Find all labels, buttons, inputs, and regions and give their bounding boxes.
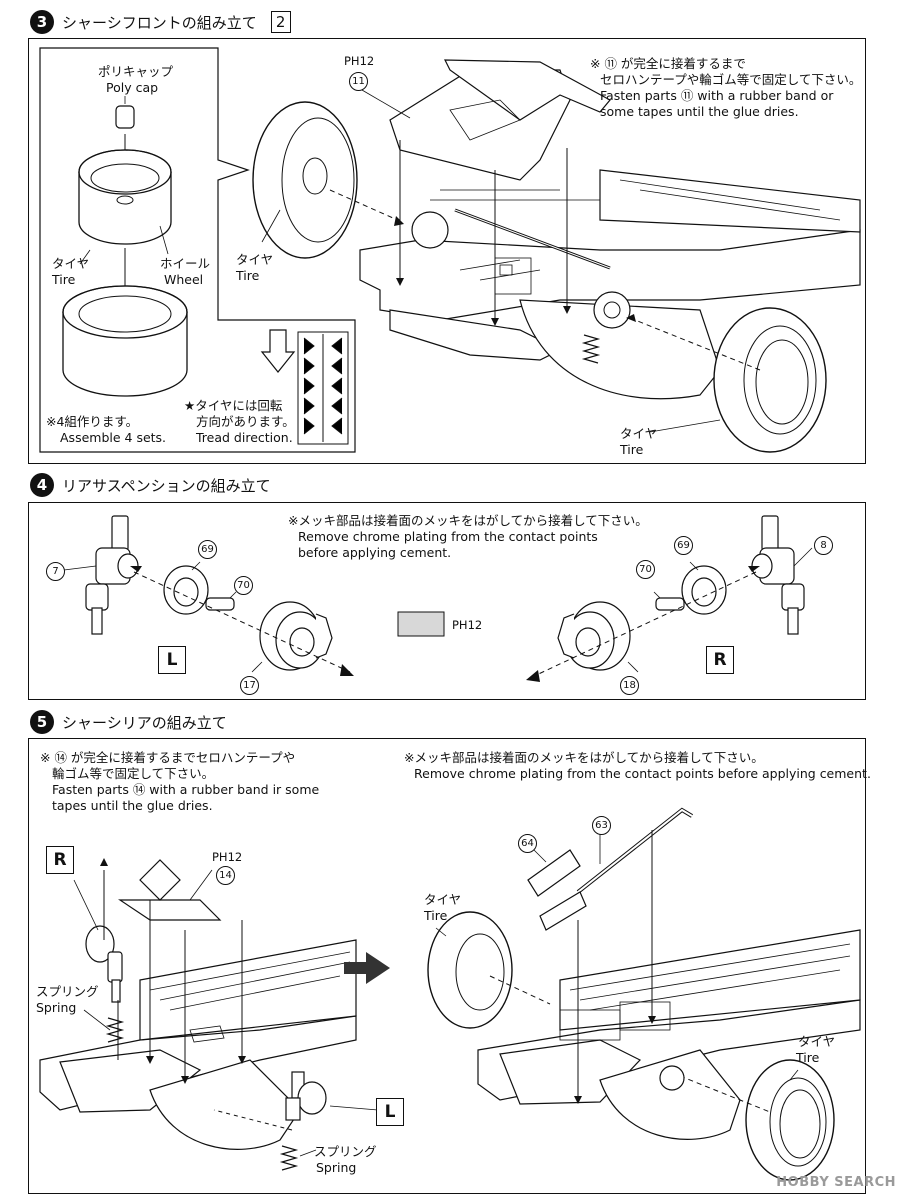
tire-label-jp: タイヤ (52, 256, 90, 271)
step5-title: シャーシリアの組み立て (62, 713, 227, 732)
step4-note-jp: ※メッキ部品は接着面のメッキをはがしてから接着して下さい。 (288, 513, 648, 528)
spring2-label-en: Spring (316, 1160, 357, 1175)
step4-note-en2: before applying cement. (298, 545, 452, 560)
part-69-right: 69 (674, 536, 693, 555)
part-70-right: 70 (636, 560, 655, 579)
part-14: 14 (216, 866, 235, 885)
right-tire-label-en: Tire (620, 442, 644, 457)
spring-label-en: Spring (36, 1000, 77, 1015)
step5-note1-jp2: 輪ゴム等で固定して下さい。 (52, 766, 215, 781)
step3-header: 3 シャーシフロントの組み立て 2 (30, 10, 291, 34)
part-7: 7 (46, 562, 65, 581)
rear-left-tire-shape (427, 911, 513, 1029)
polycap-label-jp: ポリキャップ (98, 64, 174, 79)
rear-tire-b-jp: タイヤ (798, 1034, 836, 1049)
step3-title: シャーシフロントの組み立て (62, 13, 257, 32)
step5-side-left: L (376, 1098, 404, 1126)
right-tire-label-jp: タイヤ (620, 426, 658, 441)
wheel-label-jp: ホイール (160, 256, 211, 271)
front-tire-label-en: Tire (236, 268, 260, 283)
part-63: 63 (592, 816, 611, 835)
step5-note1-en2: tapes until the glue dries. (52, 798, 213, 813)
step5-note1-jp1: ※ ⑭ が完全に接着するまでセロハンテープや (40, 750, 296, 765)
rear-right-tire-shape (745, 1059, 835, 1181)
sets-note-jp: ※4組作ります。 (46, 414, 139, 429)
part-17: 17 (240, 676, 259, 695)
polycap-label-en: Poly cap (106, 80, 159, 95)
rear-tire-b-en: Tire (796, 1050, 820, 1065)
step5-header: 5 シャーシリアの組み立て (30, 710, 227, 734)
step5-note1-en1: Fasten parts ⑭ with a rubber band ir som… (52, 782, 320, 797)
spring-label-jp: スプリング (36, 984, 99, 999)
polycap-shape (115, 105, 135, 129)
chrome-sample-swatch (397, 611, 445, 637)
step3-note-en1: Fasten parts ⑪ with a rubber band or (600, 88, 834, 103)
step5-note2-jp: ※メッキ部品は接着面のメッキをはがしてから接着して下さい。 (404, 750, 764, 765)
step4-part-ref: PH12 (452, 618, 483, 632)
watermark: HOBBY SEARCH (776, 1175, 896, 1190)
tread-arrow-icon (260, 329, 296, 373)
tread-note-jp1: ★タイヤには回転 (184, 398, 283, 413)
tire-label-en: Tire (52, 272, 76, 287)
step3-box-number: 2 (270, 11, 291, 33)
tread-note-en: Tread direction. (196, 430, 293, 445)
step5-side-right: R (46, 846, 74, 874)
sets-note-en: Assemble 4 sets. (60, 430, 167, 445)
spring2-label-jp: スプリング (314, 1144, 377, 1159)
step3-number: 3 (30, 10, 54, 34)
wheel-label-en: Wheel (164, 272, 204, 287)
step3-part-ref: PH12 (344, 54, 375, 68)
step3-part-11: 11 (349, 72, 368, 91)
part-64: 64 (518, 834, 537, 853)
tread-note-jp2: 方向があります。 (196, 414, 295, 429)
step5-note2-en: Remove chrome plating from the contact p… (414, 766, 871, 781)
step5-number: 5 (30, 710, 54, 734)
step4-number: 4 (30, 473, 54, 497)
rear-tire-a-en: Tire (424, 908, 448, 923)
part-69-left: 69 (198, 540, 217, 559)
part-18: 18 (620, 676, 639, 695)
step3-note-jp1: ※ ⑪ が完全に接着するまで (590, 56, 746, 71)
step4-title: リアサスペンションの組み立て (62, 476, 271, 495)
front-right-tire-shape (713, 307, 827, 453)
part-8: 8 (814, 536, 833, 555)
step4-note-en1: Remove chrome plating from the contact p… (298, 529, 598, 544)
step3-note-en2: some tapes until the glue dries. (600, 104, 799, 119)
side-left-label: L (158, 646, 186, 674)
front-tire-shape (252, 101, 358, 259)
step5-part-ref: PH12 (212, 850, 243, 864)
next-step-arrow-icon (344, 952, 390, 984)
part-70-left: 70 (234, 576, 253, 595)
step4-header: 4 リアサスペンションの組み立て (30, 473, 271, 497)
front-tire-label-jp: タイヤ (236, 252, 274, 267)
rear-tire-a-jp: タイヤ (424, 892, 462, 907)
step3-note-jp2: セロハンテープや輪ゴム等で固定して下さい。 (600, 72, 862, 87)
side-right-label: R (706, 646, 734, 674)
